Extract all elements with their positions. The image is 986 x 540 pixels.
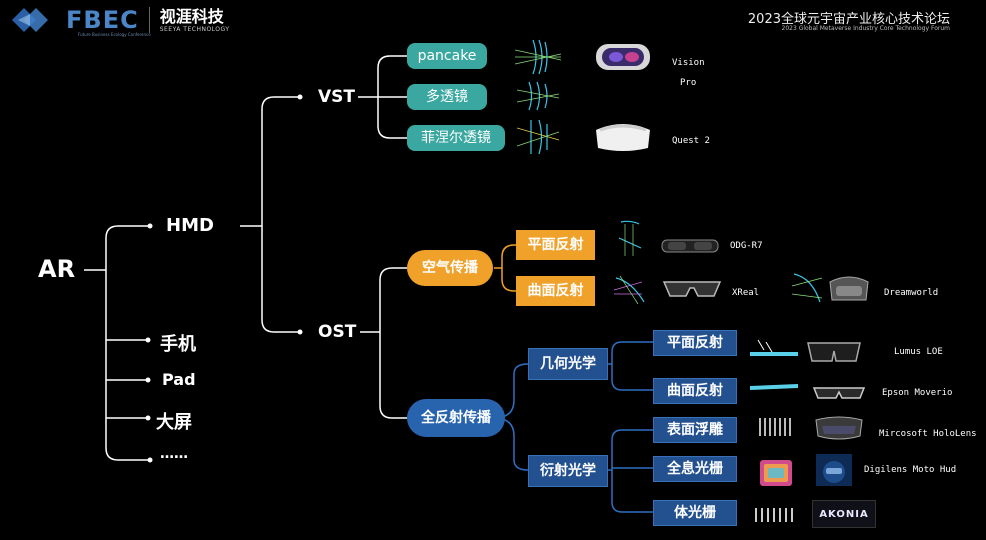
dreamworld-optics-icon: [791, 273, 823, 303]
label-dreamworld: Dreamworld: [884, 288, 939, 298]
fbec-logo-icon: [12, 8, 48, 32]
seeya-cn: 视涯科技: [159, 6, 224, 26]
multi-lens-optics-icon: [517, 81, 560, 111]
node-geo-curved-reflection: 曲面反射: [653, 378, 737, 404]
holographic-grating-icon: [760, 460, 792, 486]
forum-subtitle: 2023 Global Metaverse Industry Core Tech…: [781, 25, 950, 32]
fbec-logo-text: FBEC: [66, 6, 139, 34]
node-phone: 手机: [160, 334, 196, 355]
node-etc: ……: [160, 446, 188, 462]
forum-title: 2023全球元宇宙产业核心技术论坛: [747, 12, 950, 27]
node-hmd: HMD: [166, 215, 214, 236]
label-quest2: Quest 2: [672, 136, 710, 146]
node-geo-flat-reflection: 平面反射: [653, 330, 737, 356]
node-air-flat-reflection: 平面反射: [516, 230, 595, 260]
node-multi-lens: 多透镜: [407, 84, 487, 110]
xreal-glasses-image: [662, 281, 722, 297]
seeya-logo: 视涯科技 SEEYA TECHNOLOGY: [159, 6, 230, 33]
curved-reflection-waveguide-icon: [750, 384, 798, 390]
flat-reflection-waveguide-icon: [750, 339, 798, 356]
node-diffractive-optics: 衍射光学: [528, 455, 608, 487]
akonia-logo: AKONIA: [812, 500, 876, 528]
fresnel-optics-icon: [517, 119, 560, 155]
node-ost: OST: [318, 322, 357, 342]
label-lumus-loe: Lumus LOE: [894, 347, 943, 357]
node-big-screen: 大屏: [156, 412, 192, 433]
label-xreal: XReal: [732, 288, 760, 298]
logo-divider: [148, 7, 150, 33]
surface-relief-grating-icon: [759, 418, 791, 436]
node-geometric-optics: 几何光学: [528, 348, 608, 380]
header-logo: FBEC Future Business Ecology Conference …: [10, 4, 230, 37]
akonia-logo-text: AKONIA: [819, 508, 869, 520]
odg-optics-icon: [618, 220, 642, 256]
node-tir-propagation: 全反射传播: [407, 399, 505, 437]
lumus-glasses-image: [807, 342, 861, 362]
hololens-headset-image: [815, 416, 863, 440]
epson-moverio-glasses-image: [812, 387, 866, 399]
label-vision-pro-line1: Vision: [672, 58, 705, 68]
node-volume-grating: 体光栅: [653, 500, 737, 526]
node-ar: AR: [38, 255, 76, 283]
label-vision-pro-line2: Pro: [680, 78, 697, 88]
node-pad: Pad: [162, 370, 196, 389]
label-epson-moverio: Epson Moverio: [882, 388, 953, 398]
volume-grating-icon: [755, 508, 793, 522]
label-digilens: Digilens Moto Hud: [864, 465, 957, 475]
label-odg-r7: ODG-R7: [730, 241, 763, 251]
label-hololens: Mircosoft HoloLens: [879, 429, 977, 439]
node-surface-relief: 表面浮雕: [653, 417, 737, 443]
node-holographic-grating: 全息光栅: [653, 456, 737, 482]
odg-r7-glasses-image: [661, 239, 719, 253]
node-fresnel: 菲涅尔透镜: [407, 125, 505, 151]
node-air-curved-reflection: 曲面反射: [516, 276, 595, 306]
xreal-optics-icon: [613, 275, 645, 305]
quest2-headset-image: [596, 124, 650, 151]
pancake-optics-icon: [515, 39, 562, 75]
digilens-helmet-image: [816, 454, 852, 486]
fbec-logo-subtitle: Future Business Ecology Conference: [78, 32, 151, 37]
vision-pro-headset-image: [596, 44, 650, 70]
node-pancake: pancake: [407, 43, 487, 69]
dreamworld-headset-image: [829, 276, 869, 301]
node-air-propagation: 空气传播: [407, 250, 493, 286]
seeya-en: SEEYA TECHNOLOGY: [159, 25, 230, 33]
node-vst: VST: [318, 87, 355, 107]
